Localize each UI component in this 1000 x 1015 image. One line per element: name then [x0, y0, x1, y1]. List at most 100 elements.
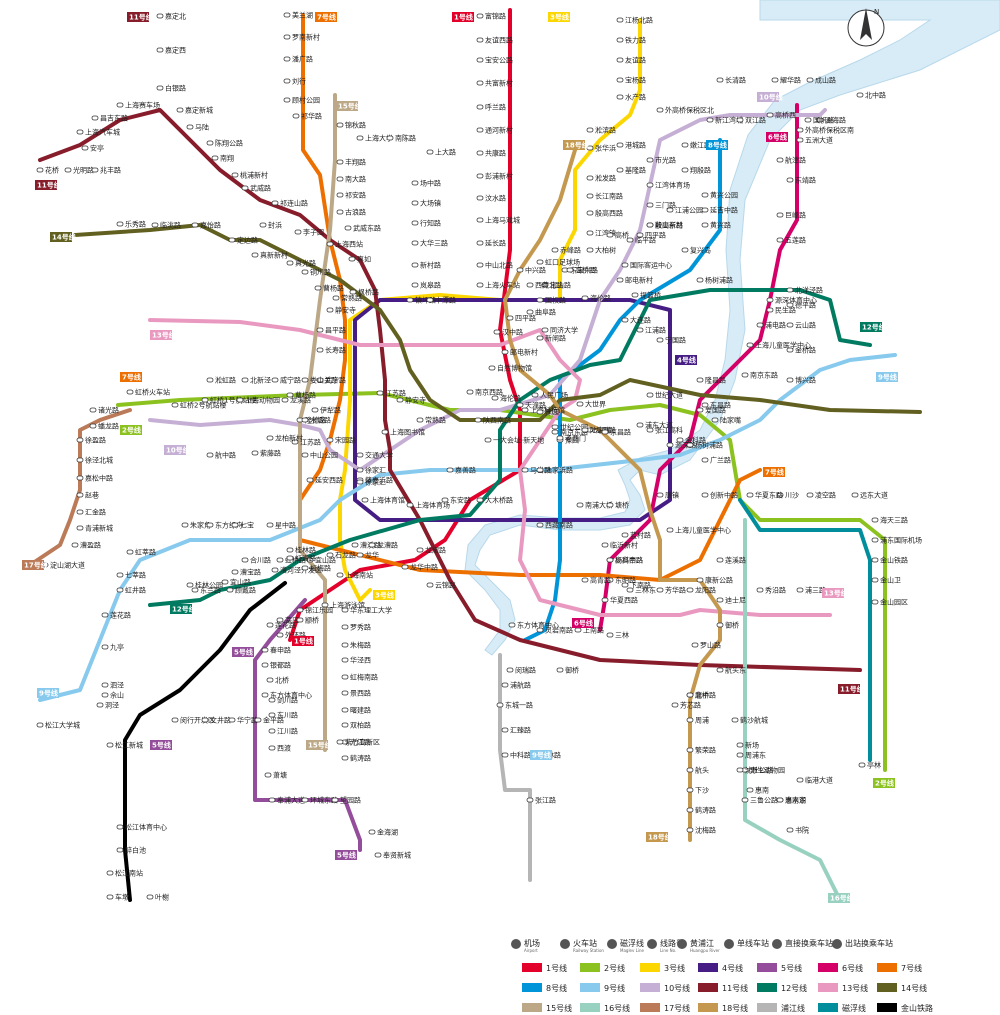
station[interactable]: 虹漕路: [286, 554, 316, 563]
station[interactable]: 上海赛车场: [116, 101, 160, 110]
station[interactable]: 东川路: [268, 711, 298, 720]
station[interactable]: 浦东国际机场: [871, 536, 922, 545]
station[interactable]: 上海西站: [326, 240, 363, 249]
station[interactable]: 三林: [606, 631, 629, 640]
station[interactable]: 友谊路: [616, 56, 646, 65]
station[interactable]: 文井路: [201, 716, 231, 725]
station[interactable]: 桃浦新村: [231, 171, 268, 180]
station[interactable]: 通河新村: [476, 126, 513, 135]
station[interactable]: 宜山路: [221, 578, 251, 587]
station[interactable]: 东兰路: [191, 586, 221, 595]
station[interactable]: 翔殷路: [681, 166, 711, 175]
station[interactable]: 延安西路: [306, 476, 343, 485]
station[interactable]: 下沙: [686, 787, 709, 795]
station[interactable]: 陕西南路: [474, 416, 511, 425]
station[interactable]: 淀山湖大道: [41, 561, 85, 570]
station[interactable]: 大华三路: [411, 239, 448, 248]
station[interactable]: 乐秀路: [116, 220, 146, 229]
station[interactable]: 外环路: [276, 631, 306, 640]
station[interactable]: 交通大学: [356, 451, 393, 460]
station[interactable]: 安亭: [81, 144, 104, 153]
station[interactable]: 中科路: [501, 751, 531, 760]
station[interactable]: 杨高中路: [606, 556, 643, 565]
station[interactable]: 浦三路: [796, 586, 826, 595]
station[interactable]: 迪士尼: [716, 596, 746, 605]
station[interactable]: 漕宝路: [231, 568, 261, 577]
station[interactable]: 朱梅路: [341, 641, 371, 650]
station[interactable]: 南浦大桥: [576, 501, 613, 510]
station[interactable]: 一大会址·新天地: [484, 436, 544, 445]
station[interactable]: 车墩: [106, 893, 129, 902]
station[interactable]: 张江路: [526, 796, 556, 805]
station[interactable]: 虹梅路: [301, 564, 331, 573]
station[interactable]: 航中路: [206, 451, 236, 460]
station[interactable]: 赤峰路: [551, 246, 581, 255]
station[interactable]: 长清路: [716, 76, 746, 85]
station[interactable]: 铜川路: [301, 268, 331, 277]
station[interactable]: 奉贤新城: [374, 851, 411, 860]
station[interactable]: 虹井路: [116, 586, 146, 595]
station[interactable]: 武宁路: [316, 376, 346, 385]
station[interactable]: 龙华: [356, 551, 379, 560]
station[interactable]: 芳芯路: [671, 701, 701, 710]
station[interactable]: 上海火车站: [476, 281, 520, 290]
station[interactable]: 闵行开发区: [171, 716, 215, 725]
station[interactable]: 东方体育中心: [508, 621, 559, 630]
station[interactable]: 上海体育馆: [361, 496, 405, 505]
station[interactable]: 德平路: [786, 301, 816, 310]
station[interactable]: 惠南东: [776, 796, 806, 805]
station[interactable]: 漕河泾开发区: [271, 566, 322, 575]
station[interactable]: 徐泾北城: [76, 456, 113, 465]
station[interactable]: 五洲大道: [796, 136, 833, 145]
station[interactable]: 唐镇: [656, 491, 679, 500]
station[interactable]: 罗南新村: [283, 33, 320, 42]
station[interactable]: 鹤涛路: [686, 806, 716, 815]
station[interactable]: 隆昌路: [696, 376, 726, 385]
station[interactable]: 陆家嘴: [581, 426, 611, 435]
station[interactable]: 松江体育中心: [116, 823, 167, 832]
station[interactable]: 汇臻路: [501, 726, 531, 735]
station[interactable]: 镇坪路: [406, 296, 436, 305]
station[interactable]: 威宁路: [271, 376, 301, 385]
station[interactable]: 云锦路: [426, 581, 456, 590]
station[interactable]: 新江湾城: [706, 116, 743, 125]
station[interactable]: 大连路: [621, 316, 651, 325]
station[interactable]: 江浦路: [636, 326, 666, 335]
station[interactable]: 书院: [786, 826, 809, 835]
station[interactable]: 西渡: [268, 744, 291, 753]
station[interactable]: 汉中路: [493, 328, 523, 337]
station[interactable]: 嘉怡路: [191, 221, 221, 230]
station[interactable]: 虹口足球场: [536, 258, 580, 267]
station[interactable]: 锦秋路: [336, 121, 366, 130]
station[interactable]: 宜山路: [306, 556, 336, 565]
station[interactable]: 潘广路: [283, 55, 313, 64]
station[interactable]: 华东理工大学: [341, 606, 392, 615]
station[interactable]: 双柏路: [341, 721, 371, 730]
station[interactable]: 浦航路: [501, 681, 531, 690]
station[interactable]: 延吉中路: [701, 206, 738, 215]
station[interactable]: 三门路: [646, 201, 676, 210]
station[interactable]: 临洮路: [151, 221, 181, 230]
station[interactable]: 徐家汇: [356, 478, 386, 487]
station[interactable]: 御桥: [556, 666, 579, 675]
station[interactable]: 南京西路: [466, 388, 503, 397]
station[interactable]: 康新公路: [696, 576, 733, 585]
station[interactable]: 北中路: [856, 91, 886, 100]
station[interactable]: 真如: [348, 255, 371, 264]
station[interactable]: 虹莘路: [126, 548, 156, 557]
station[interactable]: 金山铁路: [871, 556, 908, 565]
station[interactable]: 邮电新村: [616, 276, 653, 285]
station[interactable]: 上海体育场: [406, 501, 450, 510]
station[interactable]: 宋园路: [326, 436, 356, 445]
station[interactable]: 洲海路: [816, 116, 846, 125]
station[interactable]: 昌平路: [316, 326, 346, 335]
station[interactable]: 大木桥路: [476, 496, 513, 505]
station[interactable]: 铁力路: [616, 36, 646, 45]
station[interactable]: 杨树浦路: [686, 441, 723, 450]
station[interactable]: 刘行: [283, 77, 306, 86]
station[interactable]: 临沂新村: [601, 541, 638, 550]
station[interactable]: 成山路: [806, 76, 836, 85]
station[interactable]: 东城一路: [496, 701, 533, 710]
station[interactable]: 共康路: [476, 149, 506, 158]
station[interactable]: 大世界: [576, 400, 606, 409]
